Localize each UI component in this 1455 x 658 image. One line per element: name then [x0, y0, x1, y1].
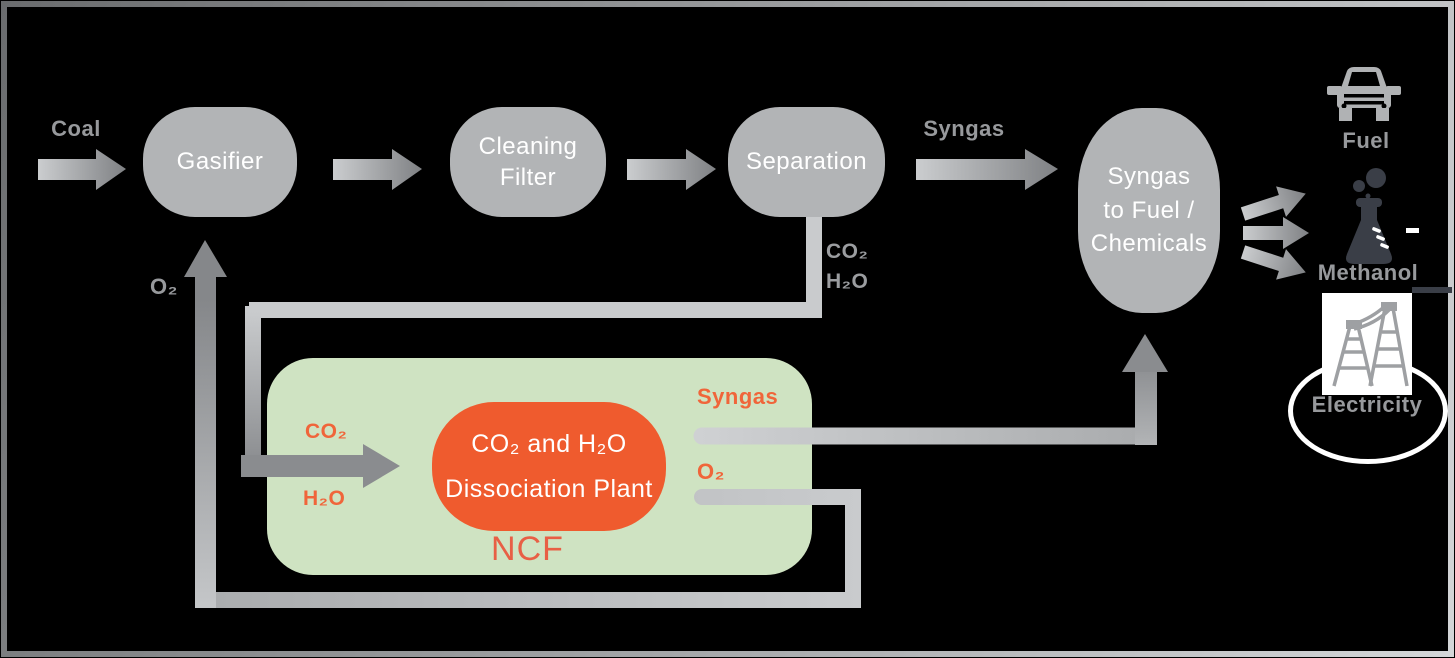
pipe-co2-h2o-drop: [245, 306, 261, 464]
arrow-cleaning-to-separation: [627, 149, 716, 190]
arrow-syngas-up-head: [1122, 334, 1168, 372]
label-methanol: Methanol: [1317, 260, 1419, 285]
arrow-co2-h2o-into-plant: [241, 444, 400, 488]
car-icon: [1327, 67, 1401, 121]
flask-icon: [1346, 168, 1392, 264]
label-co2-from-separation: CO₂: [826, 240, 869, 263]
dash-mark: [1406, 228, 1419, 233]
power-pylons-icon: [1332, 302, 1409, 387]
label-co2-input: CO₂: [305, 420, 348, 443]
arrow-to-methanol: [1243, 217, 1309, 249]
node-dissociation-plant: CO₂ and H₂O Dissociation Plant: [432, 402, 666, 531]
label-electricity: Electricity: [1311, 392, 1423, 417]
divider-bar: [1412, 287, 1452, 293]
node-gasifier: Gasifier: [143, 107, 297, 217]
label-ncf: NCF: [491, 530, 564, 568]
arrow-gasifier-to-cleaning: [333, 149, 422, 190]
arrow-syngas-up-shaft: [1135, 368, 1157, 445]
arrows-products: [1240, 186, 1309, 280]
label-coal: Coal: [51, 116, 101, 141]
label-o2-to-gasifier: O₂: [150, 274, 178, 299]
label-h2o-input: H₂O: [303, 487, 346, 510]
label-syngas-output: Syngas: [697, 384, 779, 409]
node-separation: Separation: [728, 107, 885, 217]
arrow-syngas-main: [916, 149, 1058, 190]
pipe-o2-recycle: [198, 489, 861, 608]
arrow-to-fuel: [1240, 186, 1306, 221]
arrow-o2-head: [184, 240, 227, 277]
label-h2o-from-separation: H₂O: [826, 270, 869, 293]
label-fuel: Fuel: [1342, 128, 1390, 153]
arrow-o2-shaft: [195, 272, 216, 608]
arrow-coal: [38, 149, 126, 190]
node-syngas-to-fuel-chemicals: Syngas to Fuel / Chemicals: [1078, 108, 1220, 313]
node-cleaning-filter: Cleaning Filter: [450, 107, 606, 217]
arrow-to-electricity: [1240, 245, 1306, 280]
label-syngas-main: Syngas: [923, 116, 1005, 141]
pipe-co2-h2o-from-separation: [249, 212, 822, 318]
label-o2-output: O₂: [697, 459, 725, 484]
